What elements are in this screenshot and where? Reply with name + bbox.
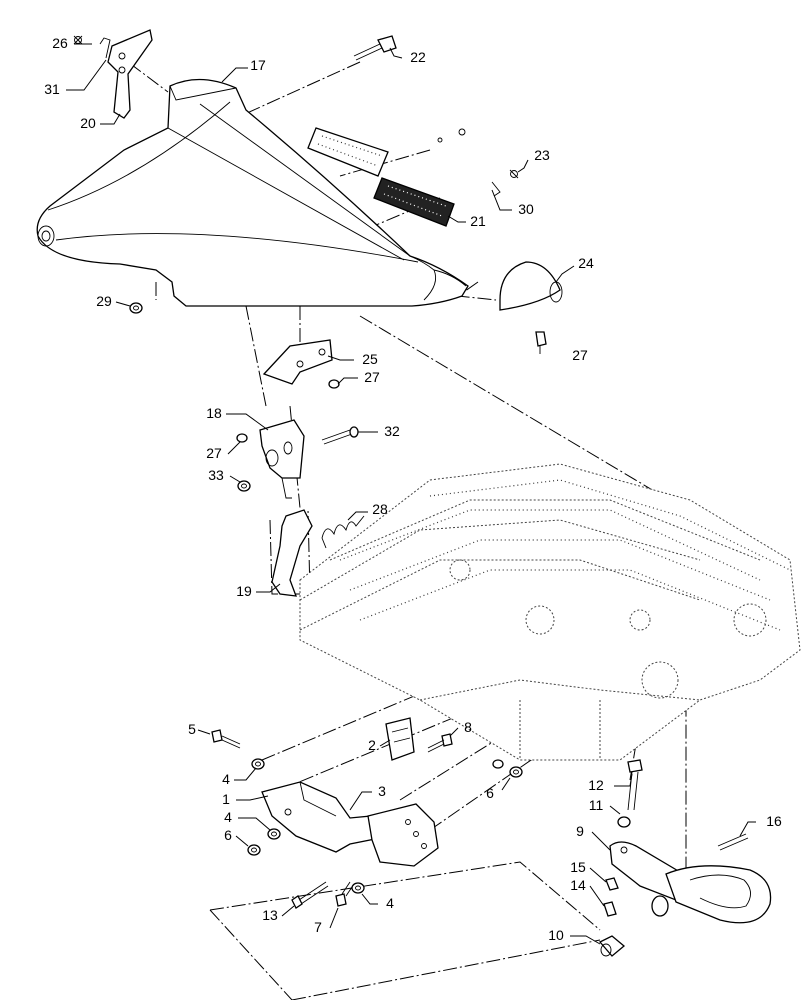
callout-31: 31 [44,81,60,97]
callout-6-b: 6 [486,785,494,801]
callout-19: 19 [236,583,252,599]
washer-part-4c [351,882,365,894]
lever-part-19 [271,509,313,597]
bracket-part-18 [259,419,305,499]
callout-29: 29 [96,293,112,309]
bolt-part-12 [627,759,643,811]
bolt-part-22 [353,35,397,61]
callout-labels: 26 31 20 17 22 23 30 21 24 29 25 27 27 1… [44,35,782,943]
callout-4-b: 4 [224,809,232,825]
callout-6-a: 6 [224,827,232,843]
callout-27-bracket: 27 [364,369,380,385]
callout-15: 15 [570,859,586,875]
screw-part-27-upper [236,433,248,443]
latch-part-2 [385,717,415,761]
bolt-part-7 [335,881,355,907]
callout-4-a: 4 [222,771,230,787]
callout-32: 32 [384,423,400,439]
callout-27-nose: 27 [572,347,588,363]
sleeve-part-10 [598,935,626,957]
nut-part-6a [247,844,261,856]
hitch-part-9 [609,841,772,924]
pin-part-16 [717,833,749,851]
spring-part-28 [321,515,365,549]
nose-cap-part-24 [499,261,563,311]
callout-20: 20 [80,115,96,131]
callout-2: 2 [368,737,376,753]
callout-10: 10 [548,927,564,943]
screw-part-26 [73,35,83,45]
bolt-part-8 [427,733,453,753]
callout-30: 30 [518,201,534,217]
callout-26: 26 [52,35,68,51]
cone-shield-part-17 [36,78,469,307]
callout-25: 25 [362,351,378,367]
callout-7: 7 [314,919,322,935]
screw-part-27-nose [535,331,547,354]
callout-23: 23 [534,147,550,163]
callout-4-c: 4 [386,895,394,911]
nut-part-6b [492,759,523,778]
phantom-header-frame [299,463,801,761]
pin-part-13 [291,881,329,909]
nut-part-15 [605,877,619,891]
callout-8: 8 [464,719,472,735]
bolt-part-5 [211,729,241,749]
callout-21: 21 [470,213,486,229]
washer-part-4a [251,758,265,770]
callout-1: 1 [222,791,230,807]
nut-part-33 [237,480,251,492]
callout-24: 24 [578,255,594,271]
bracket-part-20 [99,29,153,119]
clip-part-30 [491,181,501,197]
callout-14: 14 [570,877,586,893]
nut-part-14 [603,901,617,917]
callout-33: 33 [208,467,224,483]
callout-12: 12 [588,777,604,793]
callout-3: 3 [378,783,386,799]
callout-5: 5 [188,721,196,737]
decal-part-21 [307,127,466,227]
nut-part-29 [129,302,143,314]
leader-lines [66,43,756,945]
callout-28: 28 [372,501,388,517]
bolt-part-32 [321,426,359,445]
washer-part-4b [267,828,281,840]
callout-9: 9 [576,823,584,839]
washer-part-11 [617,816,631,828]
callout-17: 17 [250,57,266,73]
callout-27-upper: 27 [206,445,222,461]
bracket-part-25 [262,339,333,385]
screw-part-27-bracket [328,379,340,389]
plate-part-3 [367,803,439,867]
callout-16: 16 [766,813,782,829]
screw-part-23 [509,169,519,179]
callout-13: 13 [262,907,278,923]
callout-18: 18 [206,405,222,421]
callout-22: 22 [410,49,426,65]
callout-11: 11 [589,797,604,813]
